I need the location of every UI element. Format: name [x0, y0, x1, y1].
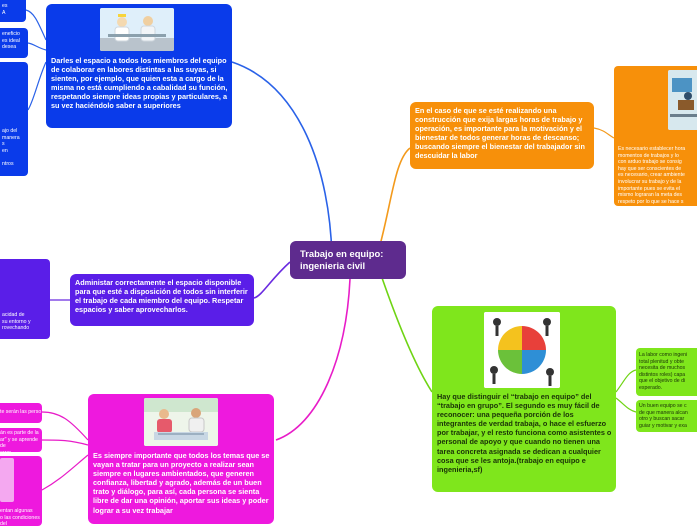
- connector-orange-leaf-1: [594, 128, 614, 138]
- connector-center-green: [380, 272, 432, 392]
- leaf-blue-2[interactable]: eneficio es ideal desea: [0, 28, 28, 58]
- topic-purple-space[interactable]: Administar correctamente el espacio disp…: [70, 274, 254, 326]
- topic-blue-collaboration[interactable]: Darles el espacio a todos los miembros d…: [46, 4, 232, 128]
- topic-green-text: Hay que distinguir el “trabajo en equipo…: [437, 392, 613, 474]
- topic-orange-text: En el caso de que se esté realizando una…: [415, 106, 589, 161]
- leaf-purple-1[interactable]: acidad de su entorno y rovechando: [0, 259, 50, 339]
- leaf-blue-3-text: ajo del manera s en ntros: [2, 128, 27, 168]
- leaf-purple-1-text: acidad de su entorno y rovechando: [2, 312, 48, 332]
- topic-magenta-environment[interactable]: Es siempre importante que todos los tema…: [88, 394, 274, 524]
- connector-magenta-leaf-3: [42, 455, 88, 490]
- central-topic-title: Trabajo en equipo: ingenieria civil: [300, 248, 396, 271]
- connector-center-orange: [380, 148, 410, 245]
- leaf-magenta-3-text: entan algunas o las condiciones del: [0, 508, 41, 526]
- leaf-blue-1[interactable]: es A: [0, 0, 26, 22]
- leaf-green-1-text: La labor como ingeni total plenitud y ob…: [639, 352, 697, 392]
- connector-blue-leaf-3: [28, 62, 46, 110]
- leaf-magenta-2[interactable]: án es parte de la ar" y se aprende de er…: [0, 428, 42, 452]
- topic-green-teamwork[interactable]: Hay que distinguir el “trabajo en equipo…: [432, 306, 616, 492]
- office-work-icon: [668, 70, 697, 130]
- central-topic[interactable]: Trabajo en equipo: ingenieria civil: [290, 241, 406, 279]
- connector-center-purple: [254, 262, 290, 298]
- connector-magenta-leaf-2: [42, 440, 88, 445]
- topic-orange-rest[interactable]: En el caso de que se esté realizando una…: [410, 102, 594, 169]
- leaf-green-2[interactable]: Un buen equipo se c de que manera alcan …: [636, 400, 697, 432]
- puzzle-teamwork-icon: [484, 312, 560, 388]
- team-meeting-photo-icon: [144, 398, 218, 446]
- leaf-orange-1[interactable]: Es necesario establecer hora momentos de…: [614, 66, 697, 206]
- leaf-blue-1-text: es A: [2, 3, 24, 16]
- topic-purple-text: Administar correctamente el espacio disp…: [75, 278, 249, 314]
- topic-blue-text: Darles el espacio a todos los miembros d…: [51, 56, 229, 111]
- connector-magenta-leaf-1: [42, 412, 88, 440]
- connector-center-blue: [232, 62, 332, 258]
- engineers-photo-icon: [100, 8, 174, 51]
- leaf-blue-2-text: eneficio es ideal desea: [2, 31, 27, 51]
- leaf-green-2-text: Un buen equipo se c de que manera alcan …: [639, 403, 697, 429]
- connector-green-leaf-2: [616, 398, 636, 412]
- leaf-orange-1-text: Es necesario establecer hora momentos de…: [618, 146, 697, 205]
- connector-green-leaf-1: [616, 370, 636, 392]
- leaf-green-1[interactable]: La labor como ingeni total plenitud y ob…: [636, 348, 697, 396]
- leaf-magenta-2-text: án es parte de la ar" y se aprende de er…: [0, 430, 41, 452]
- leaf-blue-3[interactable]: ajo del manera s en ntros: [0, 62, 28, 176]
- topic-magenta-text: Es siempre importante que todos los tema…: [93, 451, 271, 515]
- connector-center-magenta: [276, 279, 350, 440]
- connector-blue-leaf-1: [26, 10, 46, 40]
- leaf-magenta-3-image: [0, 458, 14, 502]
- leaf-magenta-3[interactable]: entan algunas o las condiciones del: [0, 456, 42, 526]
- connector-blue-leaf-2: [28, 43, 46, 50]
